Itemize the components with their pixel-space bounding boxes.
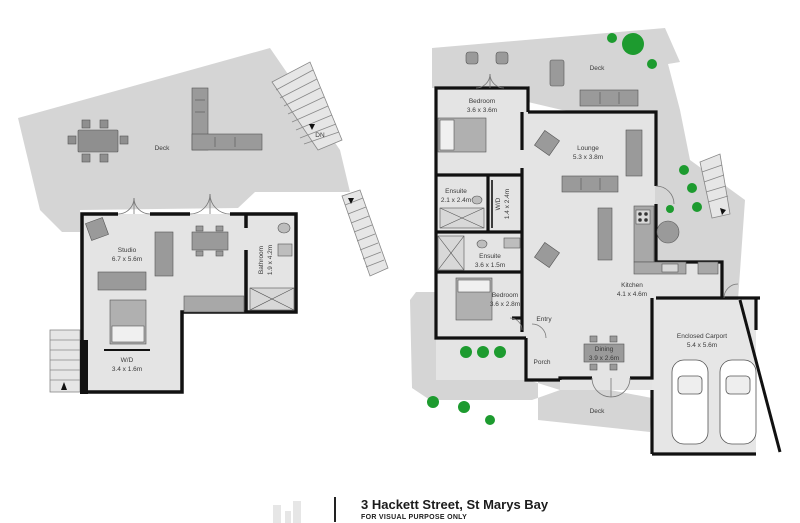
ensuite1-name: Ensuite (445, 188, 467, 195)
studio-room (82, 214, 246, 392)
dining-name: Dining (595, 346, 614, 353)
ensuite1-fixtures (439, 195, 485, 229)
main-doors (475, 73, 739, 398)
plants (427, 33, 702, 425)
lounge-name: Lounge (577, 145, 599, 152)
ensuite2-size: 3.6 x 1.5m (475, 262, 505, 269)
bedroom2-size: 3.6 x 2.8m (490, 301, 520, 308)
upper-wd-size: 3.4 x 1.6m (112, 366, 142, 373)
carport-name: Enclosed Carport (677, 333, 727, 340)
disclaimer: FOR VISUAL PURPOSE ONLY (361, 514, 468, 521)
dining-set (583, 335, 625, 371)
up-arrow-icon (61, 382, 67, 390)
bedroom1-furniture (437, 117, 487, 153)
porch-label: Porch (534, 359, 551, 366)
studio-name: Studio (118, 247, 137, 254)
kitchen-name: Kitchen (621, 282, 643, 289)
bathroom-name: Bathroom (258, 246, 265, 274)
studio-furniture (85, 217, 245, 345)
upper-stairs-top (271, 61, 343, 151)
lounge-size: 5.3 x 3.8m (573, 154, 603, 161)
main-stairs-right (699, 153, 731, 219)
deck-sofa (191, 87, 263, 151)
property-address: 3 Hackett Street, St Marys Bay (361, 497, 549, 512)
upper-doors (117, 193, 231, 215)
kitchen-size: 4.1 x 4.6m (617, 291, 647, 298)
house-floor (436, 88, 720, 390)
main-deck-bottom-label: Deck (590, 408, 606, 415)
footer-divider (334, 497, 336, 522)
upper-deck (18, 48, 350, 232)
main-wd-size: 1.4 x 2.4m (504, 189, 511, 219)
upper-wall-dark (80, 340, 88, 394)
ensuite2-fixtures (437, 235, 521, 271)
upper-walls (80, 212, 298, 394)
dn-arrow-icon (309, 124, 315, 130)
stair-arrow-icon (720, 208, 726, 215)
upper-deck-label: Deck (155, 145, 171, 152)
upper-level: DN (18, 48, 389, 394)
main-level: Deck Bedroom 3.6 x 3.6m Lounge 5.3 x 3.8… (410, 28, 782, 456)
carport-cars (671, 359, 757, 445)
studio-size: 6.7 x 5.6m (112, 256, 142, 263)
stair-dn-label: DN (315, 132, 325, 139)
bathroom-size: 1.9 x 4.2m (267, 245, 274, 275)
carport-slope-wall (738, 299, 782, 453)
dining-size: 3.9 x 2.6m (589, 355, 619, 362)
entry-label: Entry (536, 316, 552, 323)
main-deck-top-label: Deck (590, 65, 606, 72)
bedroom1-size: 3.6 x 3.6m (467, 107, 497, 114)
bedroom2-furniture (455, 277, 493, 321)
upper-wd-name: W/D (121, 357, 134, 364)
lounge-furniture (534, 129, 643, 268)
ensuite2-name: Ensuite (479, 253, 501, 260)
upper-stairs-right (341, 189, 389, 277)
carport-size: 5.4 x 5.6m (687, 342, 717, 349)
company-logo-icon (273, 501, 301, 523)
kitchen-fixtures (633, 205, 719, 275)
main-deck-left (410, 292, 652, 432)
bedroom1-name: Bedroom (469, 98, 495, 105)
upper-stairs-left (49, 329, 81, 393)
main-deck-furniture (465, 51, 639, 107)
bedroom2-name: Bedroom (492, 292, 518, 299)
main-wd-name: W/D (495, 197, 502, 210)
deck-dining-set (67, 119, 129, 163)
down-arrow-icon (348, 198, 354, 204)
bathroom-fixtures (249, 222, 295, 311)
ensuite1-size: 2.1 x 2.4m (441, 197, 471, 204)
